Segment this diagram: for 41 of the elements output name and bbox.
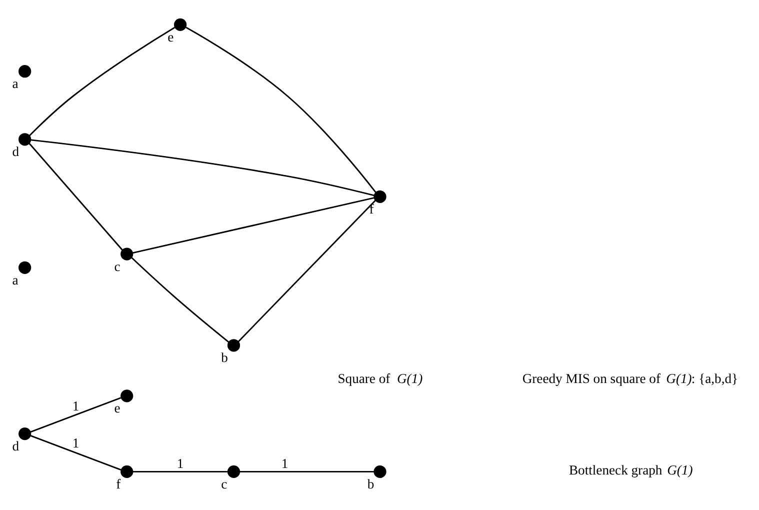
node-label: d bbox=[12, 438, 19, 454]
connector bbox=[238, 200, 376, 342]
node-circle bbox=[18, 427, 32, 440]
node-label: c bbox=[221, 476, 228, 491]
connector bbox=[186, 26, 376, 193]
label: Greedy MIS on square of G(1): {a,b,d} bbox=[522, 370, 738, 386]
node-label: b bbox=[367, 476, 374, 491]
node-circle bbox=[174, 18, 187, 31]
node-label: f bbox=[116, 476, 121, 491]
connector bbox=[240, 470, 374, 472]
node-circle bbox=[227, 338, 240, 352]
node-circle bbox=[374, 190, 386, 203]
node-circle bbox=[227, 464, 240, 478]
node-label: e bbox=[168, 28, 174, 44]
node-circle bbox=[18, 64, 32, 78]
node-label: e bbox=[114, 400, 120, 416]
connector bbox=[30, 434, 122, 470]
label: Bottleneck graph G(1) bbox=[568, 462, 693, 477]
node-label: a bbox=[12, 272, 18, 287]
connector bbox=[131, 256, 230, 342]
node-circle bbox=[374, 464, 386, 478]
edge-label: 1 bbox=[72, 398, 80, 414]
label: Square of G(1) bbox=[338, 370, 423, 386]
node-circle bbox=[120, 464, 134, 478]
edge-label: 1 bbox=[176, 456, 184, 471]
connector bbox=[132, 196, 374, 254]
node-circle bbox=[18, 132, 32, 146]
node-circle bbox=[120, 389, 134, 402]
node-label: a bbox=[12, 76, 18, 91]
node-circle bbox=[120, 247, 134, 260]
connector bbox=[28, 26, 176, 136]
node-circle bbox=[18, 260, 32, 274]
node-label: c bbox=[114, 258, 120, 274]
node-label: d bbox=[12, 144, 19, 159]
edge-label: 1 bbox=[72, 435, 80, 450]
node-label: b bbox=[221, 350, 228, 365]
connector bbox=[28, 142, 123, 250]
connector bbox=[132, 470, 228, 472]
edge-label: 1 bbox=[281, 456, 288, 471]
connector bbox=[30, 138, 374, 196]
connector bbox=[30, 396, 122, 432]
